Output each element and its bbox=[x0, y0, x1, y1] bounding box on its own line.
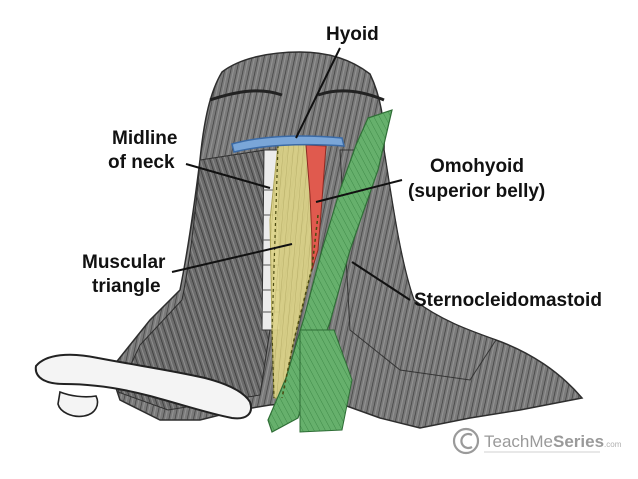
label-muscular-line2: triangle bbox=[92, 276, 161, 297]
label-muscular-line1: Muscular bbox=[82, 252, 166, 273]
leader-lines bbox=[171, 47, 411, 301]
copyright-icon bbox=[452, 427, 480, 455]
triangle-midline-boundary bbox=[271, 144, 279, 399]
triangle-boundary bbox=[281, 214, 319, 399]
leader-scm bbox=[351, 261, 411, 301]
leader-hyoid bbox=[295, 47, 341, 139]
hyoid-bone bbox=[231, 135, 345, 153]
sternocleidomastoid-lower bbox=[299, 329, 353, 433]
label-midline-line2: of neck bbox=[108, 152, 175, 173]
clavicle bbox=[34, 353, 252, 420]
leader-muscular bbox=[171, 243, 293, 273]
watermark-text: TeachMeSeries.com bbox=[484, 432, 622, 451]
clavicle-end bbox=[57, 390, 99, 418]
label-omohyoid-line1: Omohyoid bbox=[430, 156, 524, 177]
label-sternocleidomastoid: Sternocleidomastoid bbox=[414, 290, 602, 311]
leader-midline bbox=[185, 163, 271, 189]
jaw-line bbox=[209, 89, 385, 102]
label-midline-line1: Midline bbox=[112, 128, 177, 149]
teachme-watermark: TeachMeSeries.com bbox=[452, 427, 622, 455]
label-hyoid: Hyoid bbox=[326, 24, 379, 45]
left-neck-shadow bbox=[117, 149, 271, 411]
label-omohyoid-line2: (superior belly) bbox=[408, 181, 545, 202]
brand-suffix: .com bbox=[604, 440, 622, 449]
brand-teach: TeachMe bbox=[484, 432, 553, 451]
omohyoid-muscle bbox=[305, 144, 327, 271]
right-neck-shadow bbox=[339, 149, 497, 381]
brand-series: Series bbox=[553, 432, 604, 451]
leader-omohyoid bbox=[315, 179, 403, 203]
